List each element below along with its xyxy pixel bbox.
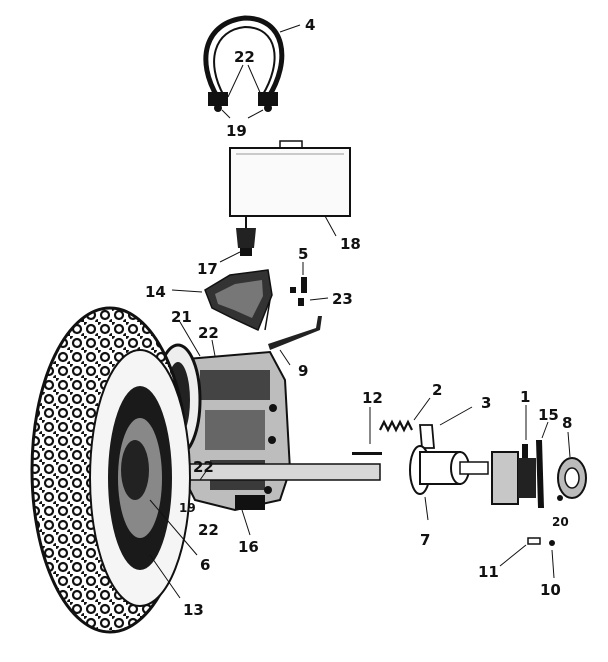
callout-10: 10	[540, 581, 561, 599]
callout-18: 18	[340, 235, 361, 253]
collar-part	[409, 445, 489, 495]
cap-part	[557, 457, 587, 499]
callout-7: 7	[420, 531, 430, 549]
callout-22-mid: 22	[198, 324, 219, 342]
callout-23: 23	[332, 290, 353, 308]
callout-1: 1	[520, 388, 530, 406]
callout-4: 4	[305, 16, 315, 34]
plate-part	[229, 140, 351, 217]
cover-part	[204, 269, 273, 332]
callout-11: 11	[478, 563, 499, 581]
callout-19-bottom: 19	[179, 501, 196, 515]
callout-19-top: 19	[226, 122, 247, 140]
callout-13: 13	[183, 601, 204, 619]
bracket-part	[236, 216, 256, 256]
callout-22-lower-a: 22	[193, 458, 214, 476]
callout-22-lower-b: 22	[198, 521, 219, 539]
clamp-part	[203, 15, 285, 112]
callout-20: 20	[552, 515, 569, 529]
tire-part	[30, 306, 191, 634]
callout-21: 21	[171, 308, 192, 326]
callout-3: 3	[481, 394, 491, 412]
callout-8: 8	[562, 414, 572, 432]
spring-part	[379, 419, 413, 433]
callout-17: 17	[197, 260, 218, 278]
callout-2: 2	[432, 381, 442, 399]
callout-6: 6	[200, 556, 210, 574]
callout-12: 12	[362, 389, 383, 407]
callout-22-top: 22	[234, 48, 255, 66]
callout-15: 15	[538, 406, 559, 424]
callout-14: 14	[145, 283, 166, 301]
hub-part	[491, 444, 536, 505]
callout-16: 16	[238, 538, 259, 556]
callout-9: 9	[298, 362, 308, 380]
callout-5: 5	[298, 245, 308, 263]
